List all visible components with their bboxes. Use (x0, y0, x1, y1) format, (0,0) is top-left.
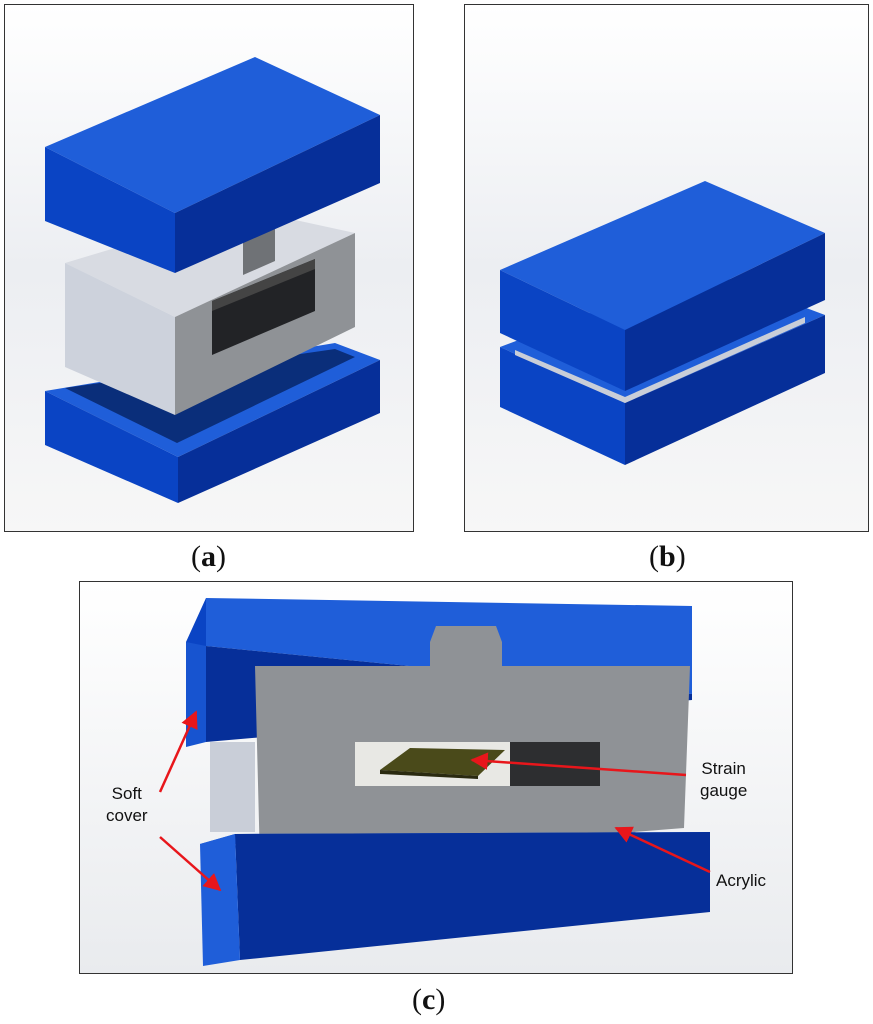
caption-b: (b) (649, 540, 686, 573)
acrylic-frame-a (65, 209, 355, 415)
soft-cover-label-line1: Soft (111, 784, 142, 803)
strain-gauge-label-line1: Strain (701, 759, 746, 778)
caption-c: (c) (412, 983, 446, 1016)
acrylic-edge-b (515, 317, 805, 403)
acrylic-frame-c (255, 626, 690, 862)
bottom-soft-cover-c (200, 832, 710, 966)
assembled-view-drawing (465, 5, 868, 531)
exploded-view-drawing (5, 5, 413, 531)
labeled-view-drawing (80, 582, 792, 973)
soft-cover-label: Soft cover (106, 783, 148, 827)
acrylic-label: Acrylic (716, 871, 767, 890)
soft-cover-arrow-upper (158, 710, 198, 793)
panel-b-assembled-view (464, 4, 869, 532)
strain-gauge-arrow (470, 752, 687, 777)
caption-a: (a) (191, 540, 226, 573)
acrylic-arrow (614, 826, 711, 874)
top-soft-cover-a (45, 57, 380, 273)
top-soft-cover-b (500, 181, 825, 391)
soft-cover-arrow-lower (159, 836, 222, 892)
strain-gauge-label: Strain gauge (700, 758, 747, 802)
strain-gauge-label-line2: gauge (700, 781, 748, 800)
panel-c-labeled-view (79, 581, 793, 974)
panel-a-exploded-view (4, 4, 414, 532)
soft-cover-label-line2: cover (106, 806, 148, 825)
